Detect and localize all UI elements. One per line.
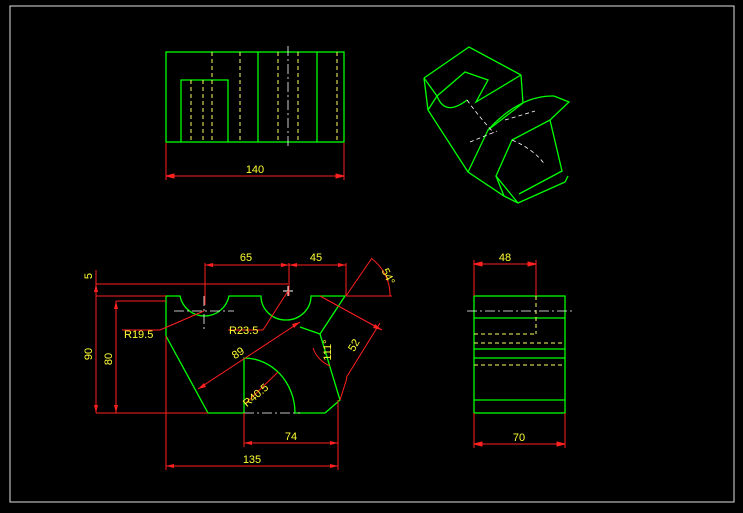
drawing-frame <box>9 5 735 503</box>
dim-label-80: 80 <box>103 353 115 365</box>
dim-label-52: 52 <box>346 337 363 354</box>
dim-70 <box>473 413 566 448</box>
top-view-outline <box>165 51 345 143</box>
front-view-outline <box>165 295 347 414</box>
dim-label-5: 5 <box>83 273 95 279</box>
front-view-center-lines <box>174 296 300 414</box>
isometric-view <box>423 46 571 204</box>
dim-label-70: 70 <box>513 432 525 444</box>
dim-label-54-deg: 54° <box>379 267 397 287</box>
front-view-arrowheads <box>94 263 382 468</box>
dim-label-r40-5: R40.5 <box>241 382 271 410</box>
dim-label-r19-5: R19.5 <box>124 329 153 341</box>
front-view-dimension-lines <box>95 257 392 470</box>
dim-label-74: 74 <box>285 431 297 443</box>
side-view-outline <box>473 295 566 414</box>
dim-label-111-deg: 111° <box>322 339 334 360</box>
dim-label-45: 45 <box>310 252 322 264</box>
dim-label-48: 48 <box>499 252 511 264</box>
top-view-slot <box>180 79 229 142</box>
dim-48 <box>473 260 537 296</box>
front-view: 65 45 54° 5 90 80 R19.5 R23.5 89 R40.5 1… <box>83 252 397 470</box>
side-view: 48 70 <box>467 252 572 448</box>
isometric-hidden-lines <box>466 99 546 166</box>
dim-label-89: 89 <box>230 345 247 362</box>
dim-label-140: 140 <box>246 164 264 176</box>
dim-140 <box>165 143 345 180</box>
top-view-hidden-lines <box>190 52 338 142</box>
dim-label-65: 65 <box>240 252 252 264</box>
side-view-hidden-lines <box>474 296 565 366</box>
dim-label-135: 135 <box>243 454 261 466</box>
dim-label-90: 90 <box>83 348 95 360</box>
dim-label-r23-5: R23.5 <box>229 325 258 337</box>
top-view: 140 <box>165 46 345 180</box>
